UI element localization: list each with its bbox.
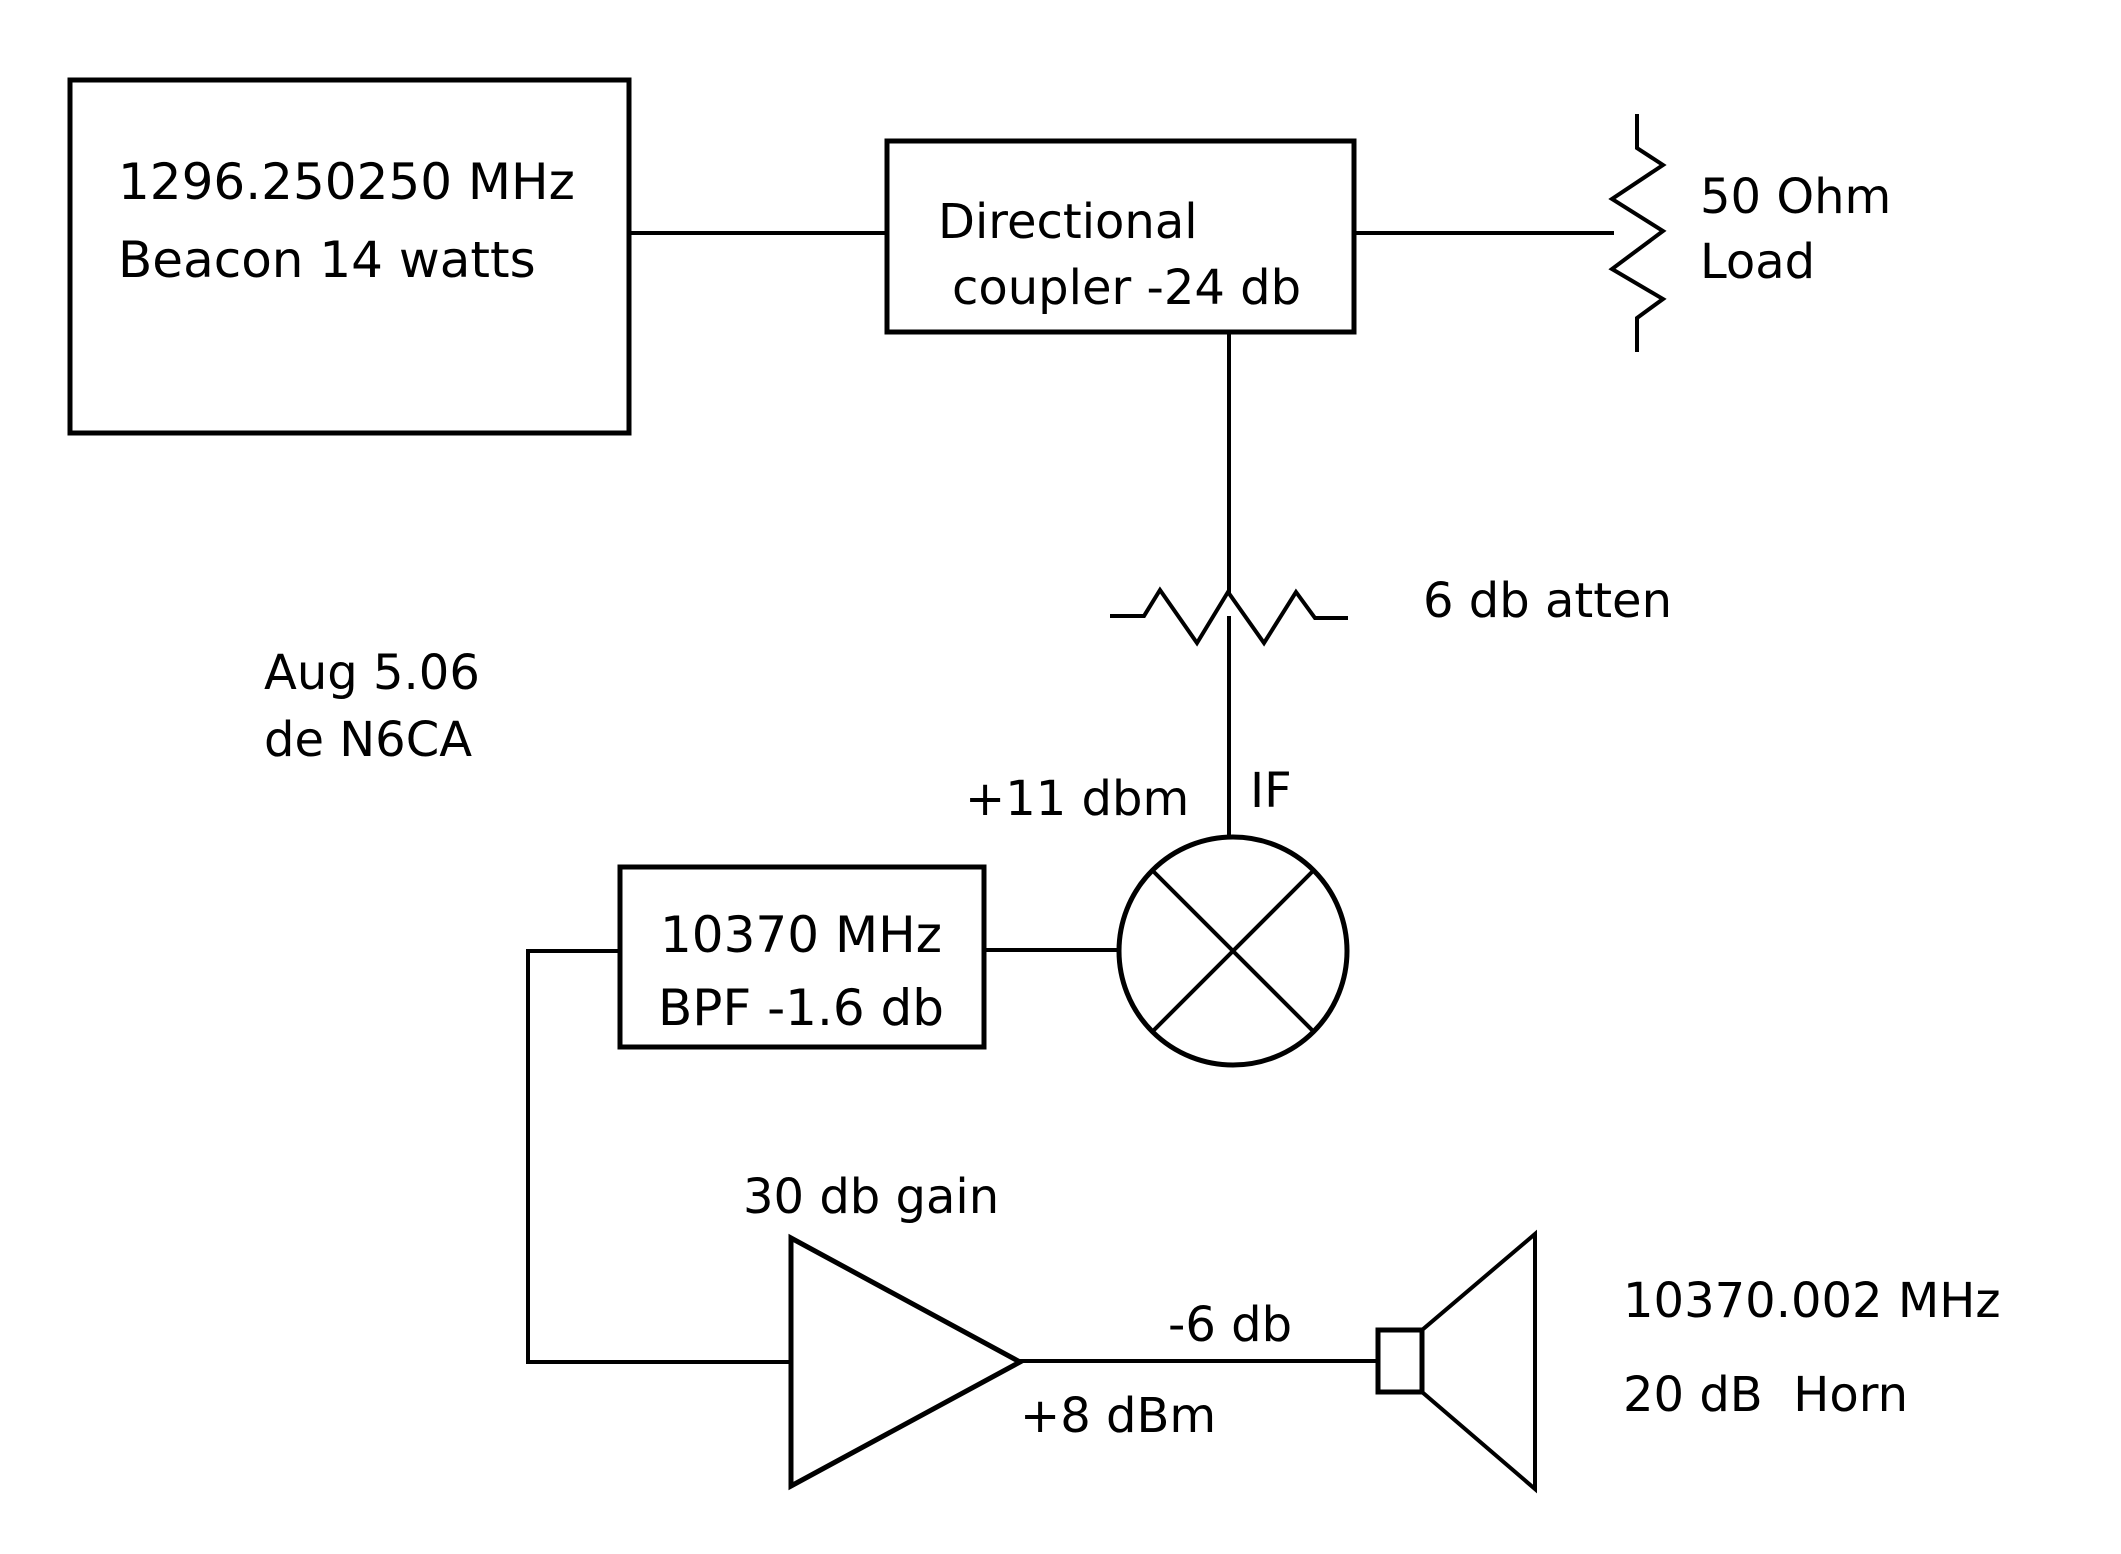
bpf-label-line2: BPF -1.6 db — [658, 979, 944, 1037]
annotation: Aug 5.06 de N6CA — [264, 645, 480, 768]
beacon-frequency: 1296.250250 MHz — [118, 153, 575, 211]
annotation-author: de N6CA — [264, 712, 472, 768]
coupler-block: Directional coupler -24 db — [884, 138, 1357, 335]
beacon-label: Beacon 14 watts — [118, 231, 536, 289]
amplifier-output-label: +8 dBm — [1020, 1388, 1216, 1444]
amplifier-triangle-icon — [788, 1233, 1026, 1491]
coupler-label-line2: coupler -24 db — [952, 260, 1301, 316]
load-label-line2: Load — [1700, 234, 1815, 290]
coupler-box — [884, 138, 1357, 335]
horn-icon — [1419, 1229, 1537, 1494]
amplifier-gain-label: 30 db gain — [743, 1169, 999, 1225]
amplifier: 30 db gain — [743, 1169, 1026, 1491]
load-label-line1: 50 Ohm — [1700, 169, 1891, 225]
horn-feed-box — [1375, 1327, 1425, 1395]
mixer — [1116, 834, 1350, 1068]
bpf-label-line1: 10370 MHz — [660, 906, 942, 964]
resistor-icon — [1608, 114, 1667, 352]
annotation-date: Aug 5.06 — [264, 645, 480, 701]
beacon-box — [67, 77, 632, 436]
cable-loss-label: -6 db — [1168, 1297, 1292, 1353]
beacon-block: 1296.250250 MHz Beacon 14 watts — [67, 77, 632, 436]
bpf-block: 10370 MHz BPF -1.6 db — [617, 864, 987, 1050]
mixer-if-label: IF — [1250, 763, 1292, 819]
attenuator-label: 6 db atten — [1423, 573, 1672, 629]
mixer-cross-icon — [1150, 868, 1316, 1034]
wire-bpf-amplifier — [526, 949, 793, 1364]
horn-antenna: 10370.002 MHz 20 dB Horn — [1375, 1229, 2001, 1494]
attenuator: 6 db atten — [1110, 573, 1672, 647]
horn-frequency: 10370.002 MHz — [1623, 1273, 2001, 1329]
attenuator-icon — [1110, 586, 1348, 647]
horn-gain: 20 dB Horn — [1623, 1367, 1908, 1423]
coupler-label-line1: Directional — [938, 194, 1198, 250]
bpf-box — [617, 864, 987, 1050]
mixer-level-label: +11 dbm — [965, 771, 1189, 827]
load-resistor: 50 Ohm Load — [1608, 114, 1891, 352]
